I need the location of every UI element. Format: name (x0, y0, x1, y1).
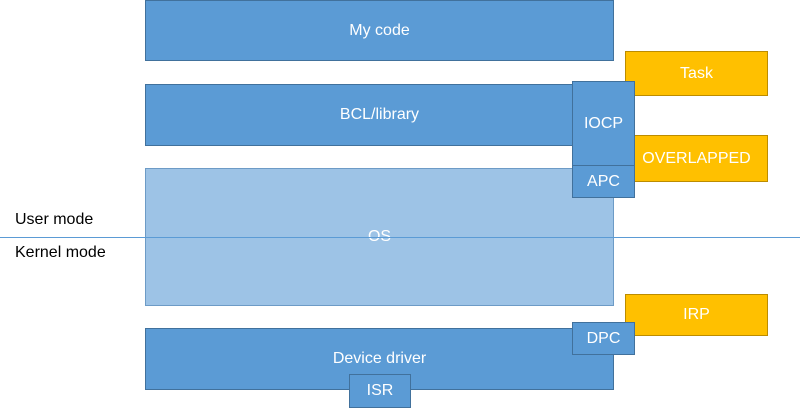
bcl-library-layer: BCL/library (145, 84, 614, 146)
iocp-label: IOCP (583, 114, 624, 132)
apc-label: APC (587, 172, 620, 190)
isr-label: ISR (366, 382, 394, 399)
isr-box: ISR (349, 374, 411, 408)
overlapped-box: OVERLAPPED (625, 135, 768, 182)
iocp-box: IOCP (572, 81, 635, 166)
my-code-layer: My code (145, 0, 614, 61)
irp-label: IRP (683, 306, 710, 323)
os-label: OS (367, 228, 392, 245)
user-mode-label: User mode (15, 211, 94, 228)
my-code-label: My code (349, 21, 410, 39)
device-driver-label: Device driver (332, 350, 427, 367)
dpc-box: DPC (572, 322, 635, 355)
task-label: Task (680, 64, 713, 82)
apc-box: APC (572, 165, 635, 198)
overlapped-label: OVERLAPPED (642, 149, 751, 167)
task-box: Task (625, 51, 768, 96)
kernel-mode-label: Kernel mode (15, 244, 106, 261)
dpc-label: DPC (586, 329, 621, 347)
irp-box: IRP (625, 294, 768, 336)
bcl-library-label: BCL/library (339, 106, 420, 123)
user-kernel-boundary-line (0, 237, 800, 238)
